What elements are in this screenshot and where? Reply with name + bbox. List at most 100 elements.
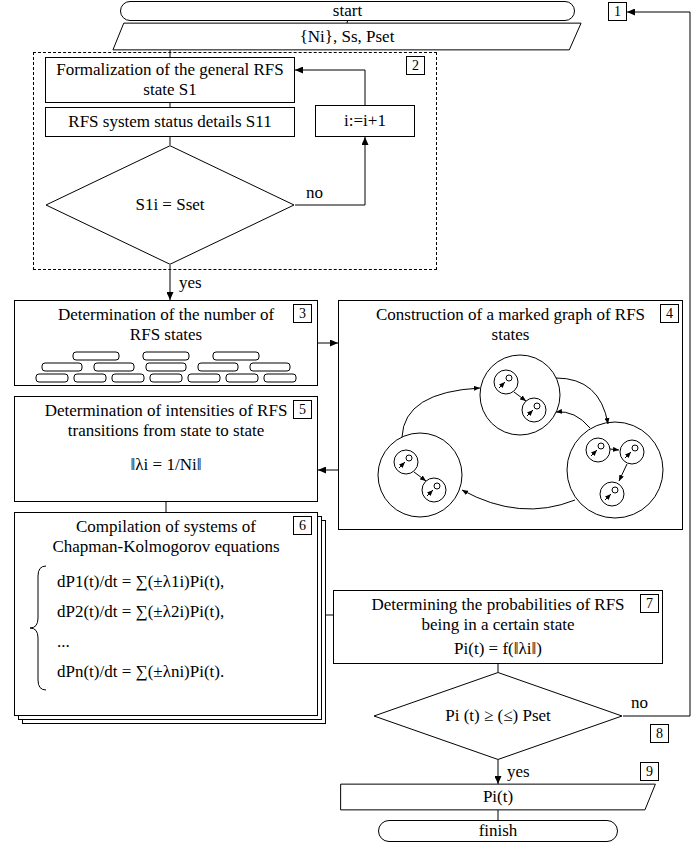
input-parallelogram: {Ni}, Ss, Pset1 — [112, 23, 582, 50]
callout-number: 5 — [293, 400, 312, 419]
state-tree — [198, 363, 238, 371]
output-shape: Pi(t)9 — [340, 784, 656, 810]
state-tree — [264, 374, 296, 382]
state-graph — [586, 438, 610, 462]
node-text: i:=i+1 — [344, 111, 386, 131]
connector — [170, 265, 171, 300]
process-box: i:=i+1 — [315, 105, 415, 137]
state-tree — [226, 374, 258, 382]
output-shape-outline — [341, 784, 656, 810]
state-graph — [632, 445, 638, 451]
state-graph — [612, 487, 618, 493]
state-graph — [414, 472, 426, 481]
node-text: ‖λi = 1/Ni‖ — [131, 455, 202, 475]
state-graph — [534, 403, 540, 409]
input-parallelogram-outline — [113, 23, 581, 50]
connector — [498, 664, 499, 672]
state-graph — [394, 450, 418, 474]
state-graph — [625, 452, 631, 458]
state-graph — [378, 433, 462, 517]
process-box: Determination of intensities of RFS tran… — [14, 396, 318, 502]
connector — [295, 70, 365, 105]
callout-number: 6 — [293, 516, 312, 535]
node-text: dP2(t)/dt = ∑(±λ2i)Pi(t), — [57, 597, 224, 627]
connector — [318, 615, 333, 616]
state-tree — [250, 363, 290, 371]
callout-number: 3 — [293, 304, 312, 323]
node-text: ... — [57, 627, 70, 657]
state-tree — [73, 352, 119, 360]
state-tree — [146, 363, 186, 371]
callout-number: 8 — [650, 724, 669, 743]
node-text: Pi (t) ≥ (≤) Pset — [445, 706, 551, 726]
state-graph — [378, 355, 663, 518]
connector — [318, 470, 338, 471]
state-tree — [36, 374, 68, 382]
decision-diamond: Pi (t) ≥ (≤) Pset8 — [373, 672, 623, 760]
state-tree — [150, 374, 182, 382]
edge-label: no — [630, 694, 649, 712]
node-text: dP1(t)/dt = ∑(±λ1i)Pi(t), — [57, 567, 224, 597]
node-text: RFS system status details S11 — [68, 112, 271, 132]
node-text: start — [333, 2, 362, 20]
process-box: RFS system status details S11 — [45, 107, 295, 137]
state-graph — [499, 382, 505, 388]
callout-number: 2 — [406, 56, 425, 75]
state-graph — [462, 490, 575, 509]
state-graph — [605, 494, 611, 500]
node-text: finish — [479, 822, 518, 840]
state-graph — [506, 375, 512, 381]
state-tree — [94, 363, 134, 371]
state-graph — [514, 392, 526, 401]
node-text: Determination of the number of RFS state… — [43, 305, 289, 345]
state-tree — [188, 374, 220, 382]
connector — [498, 760, 499, 784]
state-tree — [112, 374, 144, 382]
state-graph — [591, 450, 597, 456]
decision-diamond-outline — [46, 146, 294, 265]
dashed-group: 2 Formalization of the general RFS state … — [33, 52, 437, 270]
connector — [166, 502, 167, 512]
edge-label: no — [305, 184, 324, 202]
state-tree — [213, 352, 259, 360]
state-graph — [567, 422, 663, 518]
node-text: Compilation of systems of Chapman-Kolmog… — [43, 517, 289, 557]
state-graph — [610, 449, 619, 450]
edge-label: yes — [178, 274, 203, 292]
process-box: Determining the probabilities of RFS bei… — [333, 590, 663, 664]
callout-number: 7 — [640, 594, 659, 613]
state-graph — [556, 378, 608, 424]
process-box: Construction of a marked graph of RFS st… — [338, 300, 683, 530]
decision-diamond-outline — [374, 673, 622, 760]
process-box: Formalization of the general RFS state S… — [45, 57, 295, 103]
state-tree — [42, 363, 82, 371]
node-text: Formalization of the general RFS state S… — [50, 60, 290, 100]
process-box: Compilation of systems of Chapman-Kolmog… — [14, 512, 318, 716]
node-text: Pi(t) = f(‖λi‖) — [454, 639, 542, 659]
state-graph — [494, 370, 518, 394]
callout-number: 9 — [640, 762, 659, 781]
state-tree — [143, 352, 189, 360]
state-graph — [527, 410, 533, 416]
state-graph — [556, 412, 590, 428]
node-text: S1i = Sset — [135, 195, 204, 215]
node-text: Construction of a marked graph of RFS st… — [367, 305, 654, 345]
connector — [295, 137, 365, 205]
state-tree — [74, 374, 106, 382]
edge-label: yes — [506, 763, 531, 781]
state-graph — [427, 490, 433, 496]
state-graph — [600, 482, 624, 506]
state-graph — [620, 440, 644, 464]
node-text: {Ni}, Ss, Pset — [300, 27, 395, 47]
connector — [318, 343, 338, 344]
node-text: Pi(t) — [483, 787, 513, 807]
state-graph — [434, 483, 440, 489]
node-text: Determining the probabilities of RFS bei… — [362, 595, 634, 635]
state-graph — [522, 398, 546, 422]
state-graph — [598, 443, 604, 449]
curly-brace — [30, 566, 46, 690]
state-graph — [422, 478, 446, 502]
process-box: Determination of the number of RFS state… — [14, 300, 318, 386]
connector — [623, 12, 690, 716]
